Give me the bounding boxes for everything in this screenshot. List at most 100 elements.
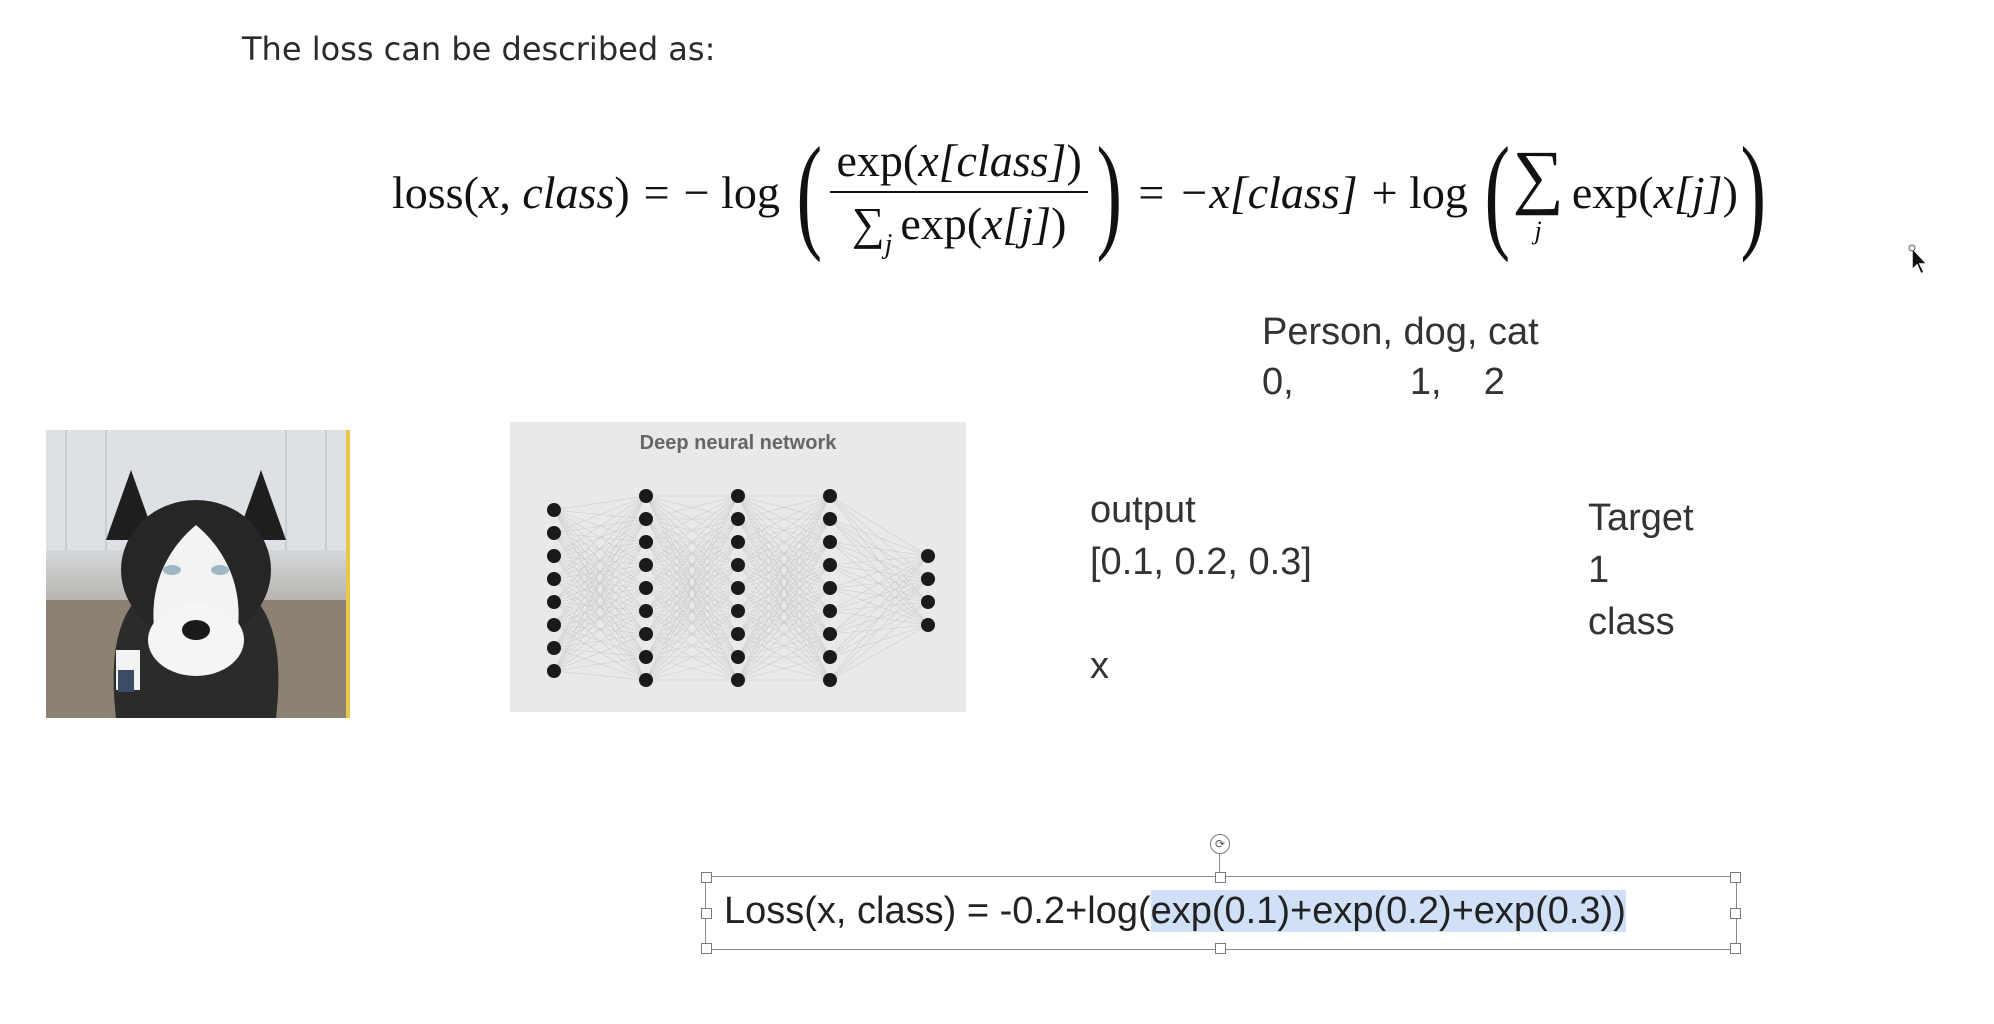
- network-node: [639, 581, 653, 595]
- sum-exp: exp: [1571, 166, 1639, 218]
- network-node: [823, 673, 837, 687]
- network-edge: [737, 495, 831, 658]
- formula-eq1: =: [643, 166, 670, 218]
- formula-eq2: =: [1138, 166, 1165, 218]
- rotate-connector: [1219, 852, 1220, 876]
- network-edge: [645, 656, 739, 681]
- network-edge: [829, 555, 929, 612]
- network-node: [921, 572, 935, 586]
- network-node: [639, 627, 653, 641]
- network-node: [823, 604, 837, 618]
- class-label: class: [1588, 601, 1675, 643]
- network-node: [547, 618, 561, 632]
- loss-text-prefix[interactable]: Loss(x, class) = -0.2+log(: [724, 890, 1151, 932]
- right-paren-2: ): [1740, 121, 1767, 263]
- network-edge: [829, 518, 929, 557]
- network-node: [731, 627, 745, 641]
- network-edge: [553, 670, 647, 681]
- network-edge: [829, 495, 929, 557]
- network-edge: [645, 495, 739, 520]
- network-edge: [553, 495, 647, 557]
- network-node: [731, 558, 745, 572]
- resize-handle-right[interactable]: [1730, 908, 1741, 919]
- network-node: [921, 618, 935, 632]
- network-edge: [737, 610, 831, 681]
- network-node: [731, 535, 745, 549]
- formula-neg-log: − log: [683, 166, 780, 218]
- network-edge: [645, 495, 739, 635]
- network-edge: [645, 610, 739, 681]
- resize-handle-top-left[interactable]: [701, 872, 712, 883]
- formula-neg-x: −x[class]: [1178, 166, 1358, 218]
- den-exp: exp: [900, 198, 967, 249]
- network-node: [547, 572, 561, 586]
- network-edge: [737, 495, 831, 635]
- fraction-numerator: exp(x[class]): [830, 134, 1088, 193]
- formula-lhs-x: x: [478, 166, 500, 218]
- resize-handle-top-right[interactable]: [1730, 872, 1741, 883]
- network-node: [639, 535, 653, 549]
- network-edge: [645, 495, 739, 566]
- network-edge: [645, 495, 739, 589]
- network-edge: [829, 578, 929, 681]
- network-node: [823, 650, 837, 664]
- network-edge: [737, 495, 831, 589]
- network-edge: [829, 541, 929, 557]
- network-edge: [645, 495, 739, 612]
- network-node: [823, 489, 837, 503]
- network-edge: [553, 495, 647, 511]
- network-edge: [645, 564, 739, 681]
- network-node: [639, 604, 653, 618]
- network-edge: [737, 656, 831, 681]
- network-edge: [737, 495, 831, 681]
- network-node: [731, 489, 745, 503]
- loss-text-box[interactable]: Loss(x, class) = -0.2+log(exp(0.1)+exp(0…: [701, 872, 1741, 954]
- classes-line: Person, dog, cat: [1262, 311, 1539, 353]
- network-edge: [737, 495, 831, 520]
- network-edge: [829, 555, 929, 635]
- network-edge: [553, 541, 647, 672]
- network-edge: [829, 601, 929, 681]
- network-node: [547, 503, 561, 517]
- sum-sub: j: [1534, 216, 1542, 245]
- husky-dog-photo: [46, 430, 350, 718]
- network-edge: [553, 495, 647, 534]
- resize-handle-bottom-left[interactable]: [701, 943, 712, 954]
- network-edge: [553, 495, 647, 603]
- neural-network-diagram: Deep neural network: [510, 422, 966, 712]
- resize-handle-top[interactable]: [1215, 872, 1226, 883]
- network-edge: [645, 541, 739, 681]
- den-arg: x[j]: [982, 198, 1052, 249]
- output-vector: [0.1, 0.2, 0.3]: [1090, 541, 1312, 583]
- network-node: [731, 581, 745, 595]
- formula-lhs-class: class: [522, 166, 615, 218]
- network-edge: [829, 555, 929, 658]
- resize-handle-bottom[interactable]: [1215, 943, 1226, 954]
- network-edge: [553, 610, 647, 672]
- network-edge: [645, 587, 739, 681]
- network-node: [823, 558, 837, 572]
- network-node: [823, 512, 837, 526]
- network-edge: [553, 495, 647, 649]
- loss-text[interactable]: Loss(x, class) = -0.2+log(exp(0.1)+exp(0…: [724, 885, 1626, 937]
- output-label: output: [1090, 489, 1196, 531]
- network-node: [731, 650, 745, 664]
- rotate-handle-icon[interactable]: ⟳: [1210, 834, 1230, 854]
- num-arg: x[class]: [918, 135, 1067, 186]
- network-edge: [737, 587, 831, 681]
- network-edge: [645, 518, 739, 681]
- network-edge: [829, 624, 929, 681]
- formula-lhs: loss: [392, 166, 464, 218]
- target-value: 1: [1588, 549, 1610, 591]
- network-node: [639, 650, 653, 664]
- network-edge: [553, 564, 647, 672]
- den-sub: j: [884, 229, 893, 260]
- network-edge: [737, 518, 831, 681]
- sum-symbol: ∑: [1512, 136, 1564, 216]
- network-node: [823, 581, 837, 595]
- loss-text-selection[interactable]: exp(0.1)+exp(0.2)+exp(0.3)): [1150, 890, 1626, 932]
- resize-handle-bottom-right[interactable]: [1730, 943, 1741, 954]
- resize-handle-left[interactable]: [701, 908, 712, 919]
